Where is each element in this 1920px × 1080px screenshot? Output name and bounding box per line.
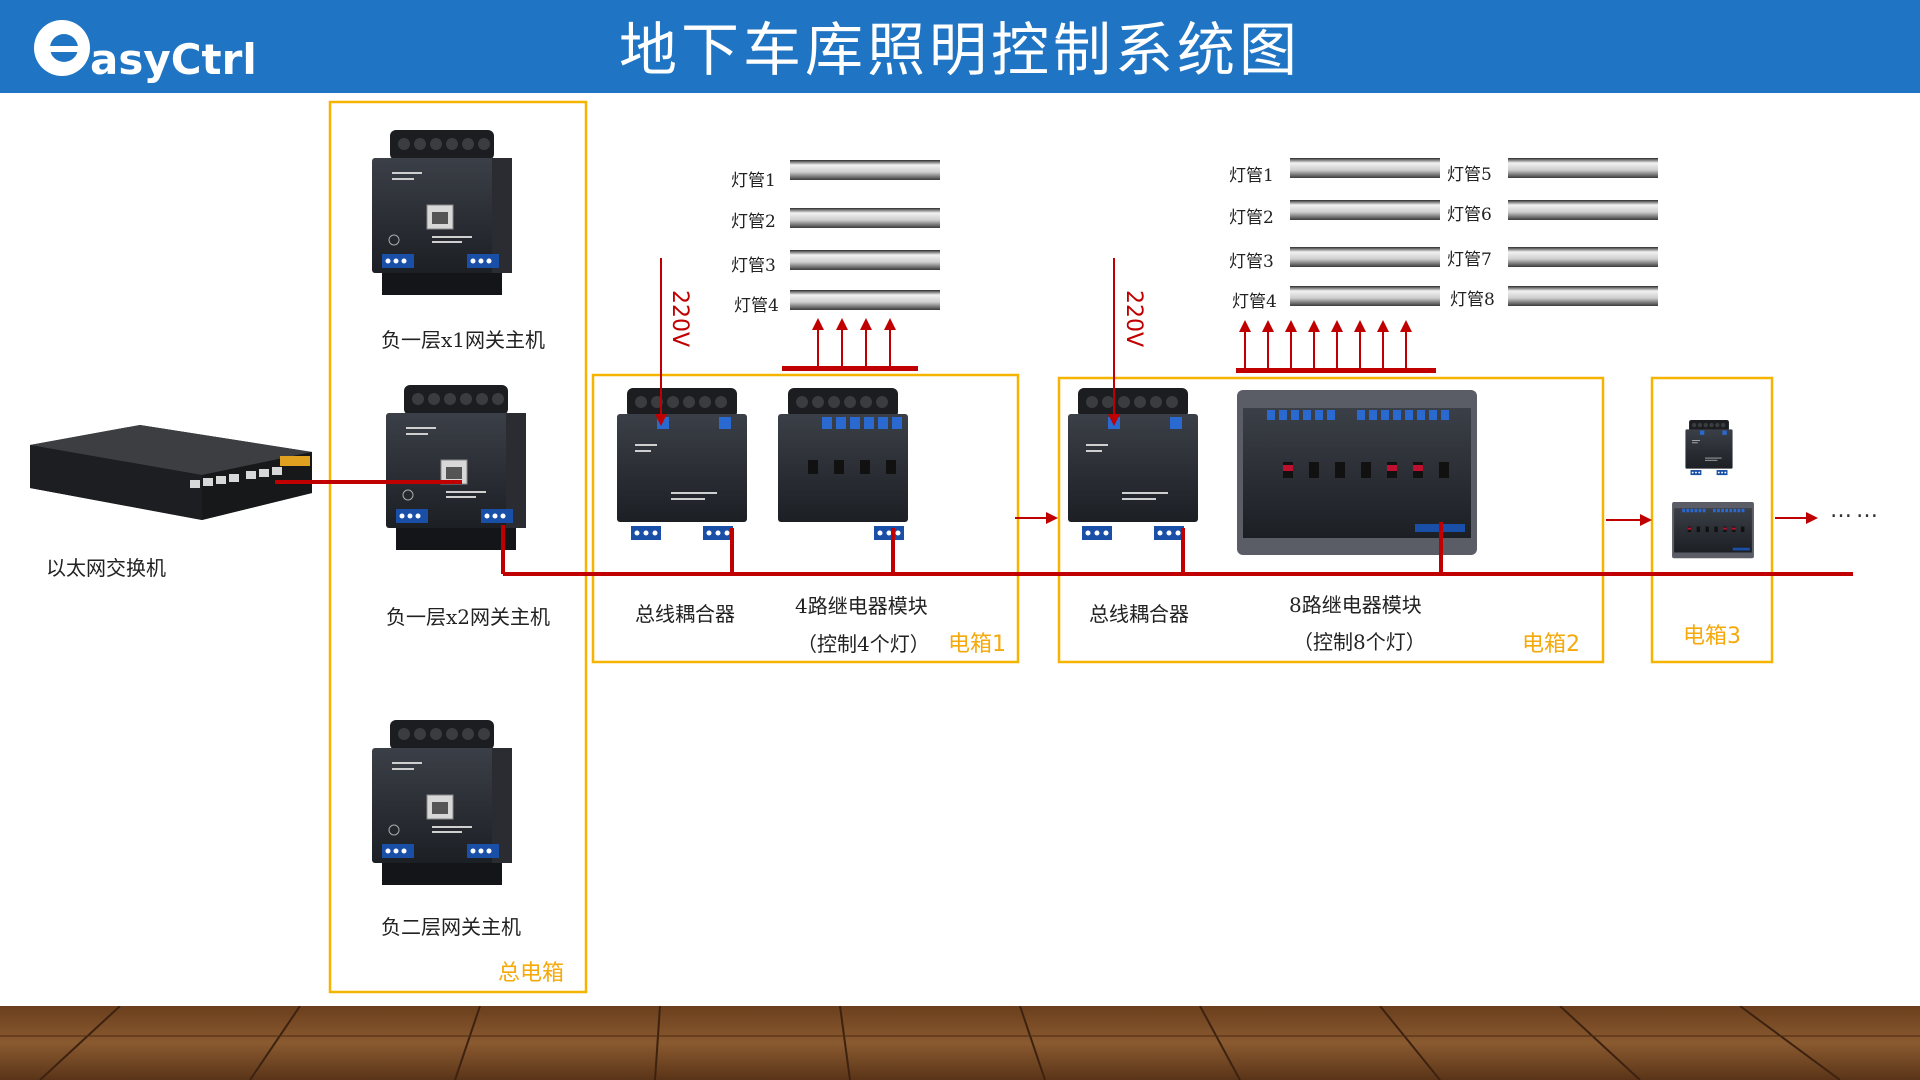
easyctrl-logo: asyCtrl <box>34 20 257 84</box>
lamp-tube <box>1508 158 1658 178</box>
cabinet1-relay4-device <box>778 388 908 540</box>
gateway-x2-label: 负一层x2网关主机 <box>386 605 551 629</box>
c2-lamp-5-label: 灯管5 <box>1447 165 1492 185</box>
switch-label: 以太网交换机 <box>46 556 166 580</box>
system-diagram: D-Link <box>30 100 1853 994</box>
cabinet2-box <box>1057 376 1605 664</box>
cabinet2-coupler-device <box>1068 388 1198 540</box>
cabinet1-label: 电箱1 <box>948 632 1006 657</box>
lamp-tube <box>790 290 940 310</box>
c2-lamp-7-label: 灯管7 <box>1447 250 1492 270</box>
lamp-tube <box>1508 247 1658 267</box>
svg-text:asyCtrl: asyCtrl <box>90 35 257 84</box>
gateway-b2-label: 负二层网关主机 <box>381 915 521 939</box>
gateway-x1-label: 负一层x1网关主机 <box>381 328 546 352</box>
bus-lines <box>275 480 1853 576</box>
continuation-ellipsis: …… <box>1830 498 1882 523</box>
cabinet3-relay-device <box>1672 502 1754 559</box>
cabinet1-outputs <box>782 318 918 371</box>
gateway-b2-device <box>372 720 512 886</box>
lamp-tube <box>790 208 940 228</box>
cabinet2-lamp-tubes <box>1290 158 1658 306</box>
cabinet2-outputs <box>1236 320 1436 373</box>
cabinet2-relay-label: 8路继电器模块 <box>1289 593 1422 617</box>
cabinet2-relay-note: （控制8个灯） <box>1293 630 1426 654</box>
c2-lamp-6-label: 灯管6 <box>1447 205 1492 225</box>
main-cabinet-label: 总电箱 <box>498 961 565 986</box>
ethernet-switch: D-Link <box>30 425 312 523</box>
cabinet3-coupler-device <box>1685 420 1733 476</box>
cabinet1-lamp-tubes <box>790 160 940 310</box>
c2-lamp-3-label: 灯管3 <box>1229 252 1274 272</box>
cabinet3-label: 电箱3 <box>1683 624 1741 649</box>
lamp-tube <box>790 160 940 180</box>
title-bar: asyCtrl 地下车库照明控制系统图 <box>0 0 1920 93</box>
cabinet1-relay-note: （控制4个灯） <box>797 632 930 656</box>
cabinet1-voltage: 220V <box>667 290 692 348</box>
cabinet1-coupler-device <box>617 388 747 540</box>
cabinet2-coupler-label: 总线耦合器 <box>1089 602 1189 626</box>
lamp-tube <box>1290 200 1440 220</box>
page-title: 地下车库照明控制系统图 <box>618 16 1301 84</box>
gateway-x1-device <box>372 130 512 296</box>
switch-brand: D-Link <box>90 503 137 523</box>
power-feeds <box>655 258 1120 426</box>
cabinet1-coupler-label: 总线耦合器 <box>635 602 735 626</box>
cabinet2-voltage: 220V <box>1121 290 1146 348</box>
cabinet1-relay-label: 4路继电器模块 <box>795 594 928 618</box>
c1-lamp-2-label: 灯管2 <box>731 212 776 232</box>
cabinet2-label: 电箱2 <box>1522 632 1580 657</box>
lamp-tube <box>1508 286 1658 306</box>
c2-lamp-8-label: 灯管8 <box>1450 290 1495 310</box>
c2-lamp-2-label: 灯管2 <box>1229 208 1274 228</box>
c1-lamp-4-label: 灯管4 <box>734 296 779 316</box>
lamp-tube <box>790 250 940 270</box>
c2-lamp-1-label: 灯管1 <box>1229 166 1274 186</box>
c2-lamp-4-label: 灯管4 <box>1232 292 1277 312</box>
c1-lamp-3-label: 灯管3 <box>731 256 776 276</box>
wood-floor <box>0 1006 1920 1080</box>
cabinet-links <box>1015 512 1818 526</box>
c1-lamp-1-label: 灯管1 <box>731 171 776 191</box>
lamp-tube <box>1290 286 1440 306</box>
lamp-tube <box>1290 247 1440 267</box>
cabinet3-box <box>1650 376 1774 664</box>
main-cabinet-box <box>328 100 588 994</box>
lamp-tube <box>1508 200 1658 220</box>
lamp-tube <box>1290 158 1440 178</box>
